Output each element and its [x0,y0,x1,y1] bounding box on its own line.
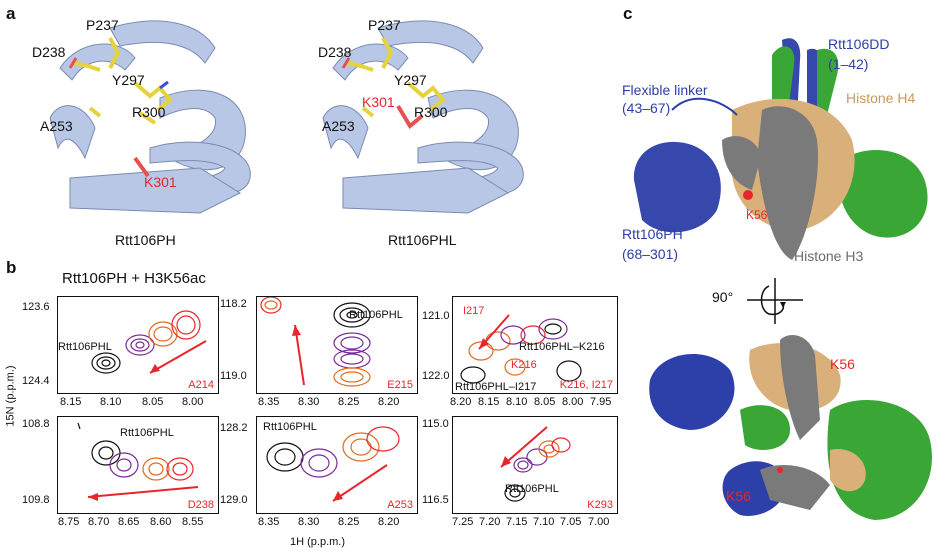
nmr-plot-a214: Rtt106PHL A214 [57,296,219,394]
k293-xtick: 7.15 [506,516,528,528]
complex-structure-top-image [633,38,928,260]
nmr-plot-k216-i217: I217 K216 Rtt106PHL–K216 Rtt106PHL–I217 … [452,296,618,394]
rtt106phl-structure-image [322,20,524,214]
d238-xtick: 8.75 [58,516,80,528]
rotation-icon [747,278,803,324]
k293-xtick: 7.05 [560,516,582,528]
label-y297-left: Y297 [112,72,145,88]
panel-b-letter: b [6,258,17,277]
d238-xtick: 8.55 [182,516,204,528]
k293-ytick: 116.5 [422,494,449,506]
k216-xtick: 7.95 [590,396,612,408]
k293-xtick: 7.00 [588,516,610,528]
label-k56-right: K56 [830,356,855,372]
d238-plot-label: Rtt106PHL [120,427,174,439]
k293-xtick: 7.20 [479,516,501,528]
a253-xtick: 8.25 [338,516,360,528]
d238-ytick: 108.8 [22,418,50,430]
panel-b-title: Rtt106PH + H3K56ac [62,270,206,287]
a214-ytick: 123.6 [22,301,50,313]
k216-ytick: 122.0 [422,370,450,382]
label-d238-right: D238 [318,44,352,60]
caption-rtt106phl: Rtt106PHL [388,232,457,248]
k293-ytick: 115.0 [422,418,449,430]
complex-structure-bottom-image [649,335,932,520]
e215-xtick: 8.35 [258,396,280,408]
label-k56-top: K56 [746,208,768,222]
label-k301-left: K301 [144,174,177,190]
k293-xtick: 7.25 [452,516,474,528]
nmr-plot-a253: Rtt106PHL A253 [256,416,418,514]
k216-xtick: 8.05 [534,396,556,408]
a214-xtick: 8.05 [142,396,164,408]
rtt106ph-structure-image [49,20,251,214]
e215-residue-label: E215 [387,379,413,391]
label-k301-right: K301 [362,94,395,110]
d238-xtick: 8.60 [150,516,172,528]
panel-a-letter: a [6,4,16,23]
d238-xtick: 8.70 [88,516,110,528]
label-r300-right: R300 [414,104,448,120]
e215-ytick: 118.2 [220,298,247,310]
e215-xtick: 8.25 [338,396,360,408]
k216-xtick: 8.20 [450,396,472,408]
label-a253-left: A253 [40,118,73,134]
rtt106phl-i217-label: Rtt106PHL–I217 [455,381,537,393]
k216-ytick: 121.0 [422,310,450,322]
y-axis-title: 15N (p.p.m.) [4,365,17,427]
k216-xtick: 8.10 [506,396,528,408]
a214-ytick: 124.4 [22,375,50,387]
a253-xtick: 8.20 [378,516,400,528]
a253-xtick: 8.35 [258,516,280,528]
e215-ytick: 119.0 [220,370,247,382]
a214-plot-label: Rtt106PHL [58,341,112,353]
d238-residue-label: D238 [187,499,214,511]
k293-residue-label: K293 [587,499,613,511]
label-d238-left: D238 [32,44,66,60]
a253-ytick: 128.2 [220,422,248,434]
label-p237-left: P237 [86,17,119,33]
a253-xtick: 8.30 [298,516,320,528]
k216-xtick: 8.00 [562,396,584,408]
k216-xtick: 8.15 [478,396,500,408]
label-histone-h4: Histone H4 [846,90,916,106]
label-r300-left: R300 [132,104,166,120]
label-rtt106dd: Rtt106DD [828,36,890,52]
label-flexible-linker-range: (43–67) [622,100,671,116]
label-k56-bottom: K56 [726,488,751,504]
x-axis-title: 1H (p.p.m.) [290,536,346,548]
e215-xtick: 8.30 [298,396,320,408]
rtt106phl-k216-label: Rtt106PHL–K216 [519,341,605,353]
k216-i217-residue-label: K216, I217 [559,379,613,391]
label-rtt106ph: Rtt106PH [622,226,683,242]
i217-label: I217 [463,305,485,317]
label-p237-right: P237 [368,17,401,33]
k293-plot-label: Rtt106PHL [505,483,559,495]
k293-xtick: 7.10 [533,516,555,528]
a214-xtick: 8.00 [182,396,204,408]
label-histone-h3: Histone H3 [794,248,864,264]
e215-xtick: 8.20 [378,396,400,408]
a253-residue-label: A253 [387,499,413,511]
k216-label: K216 [511,359,537,371]
nmr-plot-k293: Rtt106PHL K293 [452,416,618,514]
panel-c-letter: c [623,4,633,23]
label-y297-right: Y297 [394,72,427,88]
a253-plot-label: Rtt106PHL [263,421,317,433]
a214-residue-label: A214 [188,379,214,391]
nmr-plot-d238: Rtt106PHL D238 [57,416,219,514]
label-rtt106ph-range: (68–301) [622,246,679,262]
a214-xtick: 8.10 [100,396,122,408]
label-a253-right: A253 [322,118,355,134]
e215-plot-label: Rtt106PHL [349,309,403,321]
d238-ytick: 109.8 [22,494,50,506]
label-flexible-linker: Flexible linker [622,82,708,98]
label-rtt106dd-range: (1–42) [828,56,869,72]
a253-ytick: 129.0 [220,494,248,506]
nmr-plot-e215: Rtt106PHL E215 [256,296,418,394]
d238-xtick: 8.65 [118,516,140,528]
caption-rtt106ph: Rtt106PH [115,232,176,248]
label-rotation: 90° [712,289,734,305]
a214-xtick: 8.15 [60,396,82,408]
